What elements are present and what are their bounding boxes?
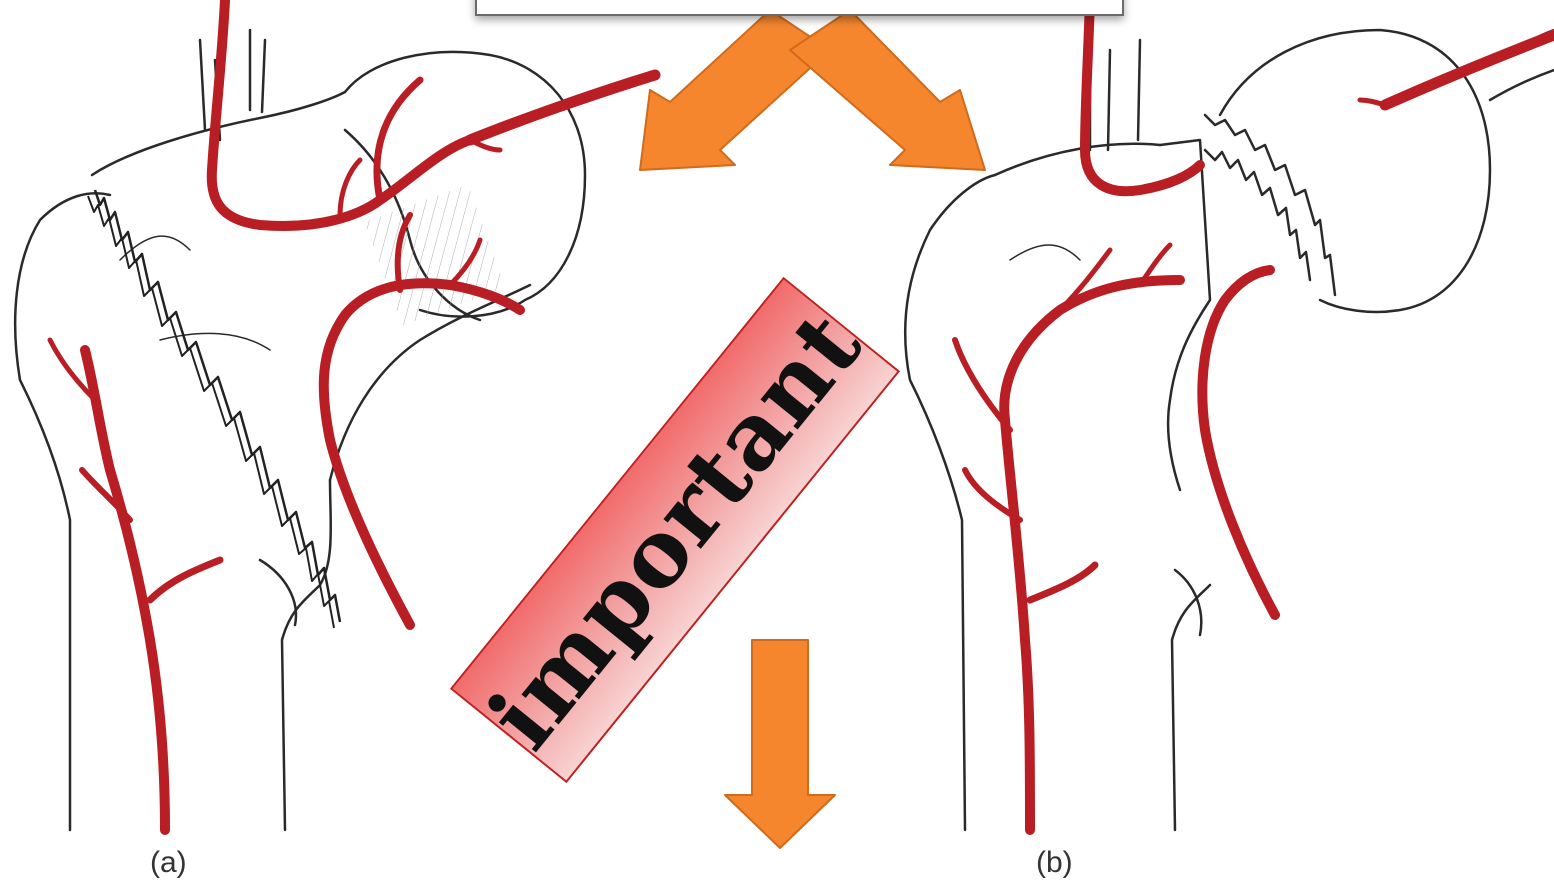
femur-b-artery-circumflex [1085, 0, 1200, 191]
header-box [475, 0, 1124, 16]
arrow-down-icon [725, 640, 835, 848]
femur-b-arteries [955, 0, 1554, 830]
femur-a-lesser-trochanter [260, 560, 296, 625]
femur-a-shaft-medial [282, 480, 331, 830]
arrow-down-left-icon [640, 10, 830, 170]
arrow-down-right-icon [790, 10, 985, 170]
panel-label-a: (a) [150, 846, 187, 880]
femur-b-artery-retinacular [1202, 270, 1275, 615]
femur-a-shaft-lateral [15, 193, 110, 830]
femur-b-trochanter [995, 144, 1160, 175]
femur-a-artery-retinacular [324, 283, 520, 625]
femur-b-neck-cut [1205, 150, 1310, 280]
femur-b-artery-ascending [1004, 280, 1180, 830]
femur-b-artery-head [1385, 35, 1554, 105]
panel-label-b: (b) [1036, 846, 1073, 880]
femur-b-lesser-trochanter [1175, 570, 1201, 635]
femur-b-shaft-medial [1172, 585, 1210, 830]
femur-a-artery-ascending [85, 350, 165, 830]
femur-b-shaft-lateral [905, 175, 995, 830]
